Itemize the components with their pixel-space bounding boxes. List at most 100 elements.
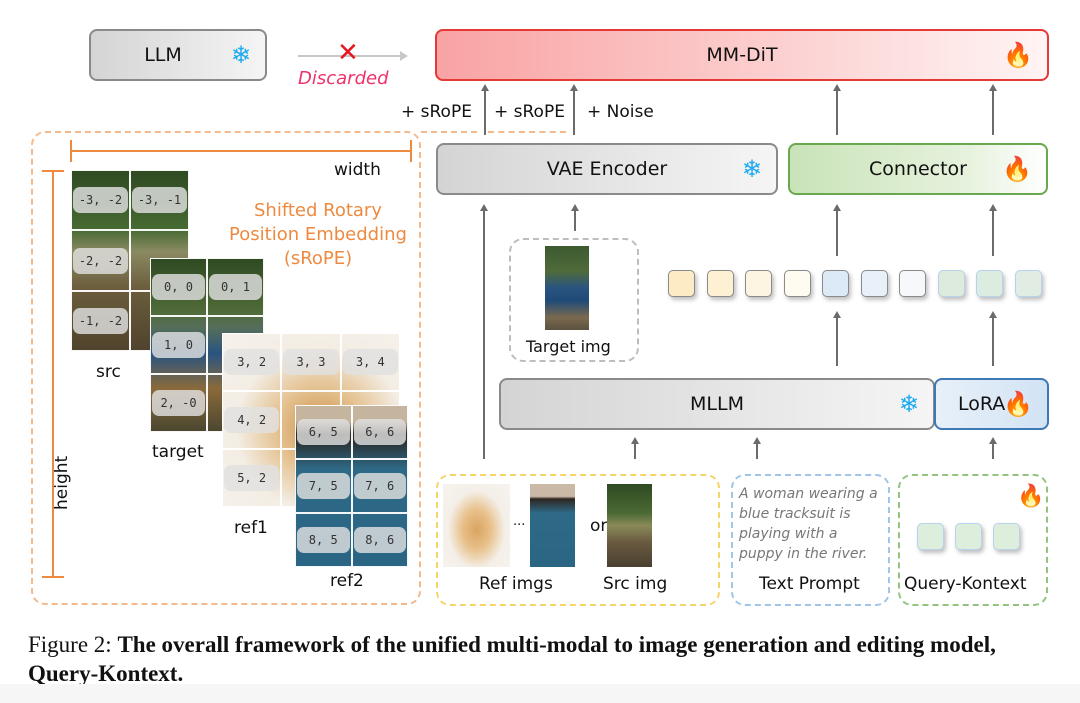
text-prompt-content: A woman wearing a blue tracksuit is play… [739, 486, 878, 562]
arrow-target-to-vae [571, 204, 578, 231]
token [1014, 270, 1042, 297]
position-coordinate: 7, 6 [353, 473, 406, 499]
height-indicator-top-tick [42, 170, 64, 172]
token [937, 270, 965, 297]
mm-dit-label: MM-DiT [706, 44, 778, 66]
query-kontext-label: Query-Kontext [904, 574, 1027, 594]
src-image [607, 484, 652, 567]
grid-cell [295, 405, 352, 459]
token [822, 270, 849, 297]
grid-cell [351, 459, 408, 513]
ref-image-woman [530, 484, 575, 567]
token [668, 270, 695, 297]
width-indicator-line [72, 150, 410, 152]
query-token [993, 523, 1020, 550]
arrow-ref-to-mllm [631, 437, 638, 459]
grid-cell [130, 170, 189, 231]
arrow-to-mmdit-4 [989, 84, 996, 135]
grid-cell [71, 230, 130, 291]
mllm-box: MLLM ❄ [499, 378, 935, 430]
target-image [545, 246, 589, 330]
or-label: or [590, 516, 608, 536]
width-label: width [334, 160, 381, 180]
snowflake-icon: ❄ [230, 41, 251, 69]
target-img-frame [509, 238, 639, 362]
grid-image-label: target [152, 442, 204, 462]
vae-encoder-box: VAE Encoder ❄ [436, 143, 778, 195]
srope-title-line2: Position Embedding [229, 224, 407, 245]
fire-icon: 🔥 [1003, 41, 1033, 69]
grid-image-label: src [96, 362, 121, 382]
position-coordinate: 8, 6 [353, 527, 406, 553]
text-prompt-frame [731, 474, 890, 606]
ref-image-dog [443, 484, 510, 567]
grid-cell [71, 170, 130, 231]
position-coordinate: 7, 5 [297, 473, 350, 499]
height-label: height [52, 455, 72, 510]
llm-box: LLM ❄ [89, 29, 267, 81]
arrow-text-to-mllm [753, 437, 760, 459]
llm-label: LLM [144, 44, 182, 66]
lora-label: LoRA [958, 393, 1006, 415]
arrow-lora-to-tokens-2 [989, 311, 996, 366]
snowflake-icon: ❄ [898, 390, 919, 418]
position-coordinate: -3, -1 [132, 187, 187, 214]
grid-cell [150, 374, 207, 432]
srope-annotation-2: + sRoPE [494, 102, 565, 122]
position-coordinate: 8, 5 [297, 527, 350, 553]
x-mark-icon: ✕ [337, 38, 359, 68]
grid-cell [207, 258, 264, 316]
grid-cell [295, 459, 352, 513]
grid-cell [281, 333, 341, 391]
position-coordinate: 4, 2 [224, 407, 280, 433]
srope-dashed-arrow-1 [421, 131, 477, 133]
grid-cell [340, 333, 400, 391]
srope-title: Shifted Rotary Position Embedding (sRoPE… [218, 199, 418, 271]
position-coordinate: 3, 3 [283, 349, 339, 375]
grid-cell [71, 290, 130, 351]
query-token [955, 523, 982, 550]
position-coordinate: 5, 2 [224, 465, 280, 491]
position-coordinate: 0, 1 [209, 274, 262, 300]
grid-cell [351, 513, 408, 567]
width-indicator-left-tick [70, 140, 72, 162]
grid-cell [150, 258, 207, 316]
width-indicator-right-tick [410, 140, 412, 162]
arrow-tokens-to-connector-1 [833, 204, 840, 256]
fire-icon: 🔥 [1017, 484, 1045, 509]
discarded-label: Discarded [298, 68, 389, 89]
grid-cell [222, 391, 282, 449]
position-coordinate: 2, -0 [152, 390, 205, 416]
token [706, 270, 734, 297]
arrow-query-to-lora [989, 437, 996, 459]
token [899, 270, 926, 297]
position-coordinate: -3, -2 [73, 187, 128, 214]
srope-title-line1: Shifted Rotary [254, 200, 382, 221]
bottom-strip [0, 684, 1080, 703]
fire-icon: 🔥 [1003, 390, 1033, 418]
position-coordinate: 6, 6 [353, 419, 406, 445]
connector-label: Connector [869, 158, 967, 180]
position-coordinate: 3, 4 [342, 349, 398, 375]
height-indicator-bottom-tick [42, 576, 64, 578]
srope-dashed-arrow-2 [488, 131, 566, 133]
position-coordinate: 0, 0 [152, 274, 205, 300]
vae-encoder-label: VAE Encoder [546, 158, 668, 180]
discarded-arrowhead [400, 51, 408, 61]
figure-caption: Figure 2: The overall framework of the u… [28, 630, 1058, 688]
ref-imgs-label: Ref imgs [479, 574, 553, 594]
grid-image-label: ref2 [330, 571, 364, 591]
grid-cell [150, 316, 207, 374]
snowflake-icon: ❄ [741, 155, 762, 183]
target-img-label: Target img [526, 337, 611, 356]
text-prompt-label: Text Prompt [759, 574, 860, 594]
token [745, 270, 772, 297]
position-coordinate: 6, 5 [297, 419, 350, 445]
discarded-arrow [298, 55, 402, 57]
mllm-label: MLLM [690, 393, 744, 415]
mm-dit-box: MM-DiT 🔥 [435, 29, 1049, 81]
grid-cell [295, 513, 352, 567]
src-img-label: Src img [603, 574, 668, 594]
noise-annotation: + Noise [587, 102, 654, 122]
